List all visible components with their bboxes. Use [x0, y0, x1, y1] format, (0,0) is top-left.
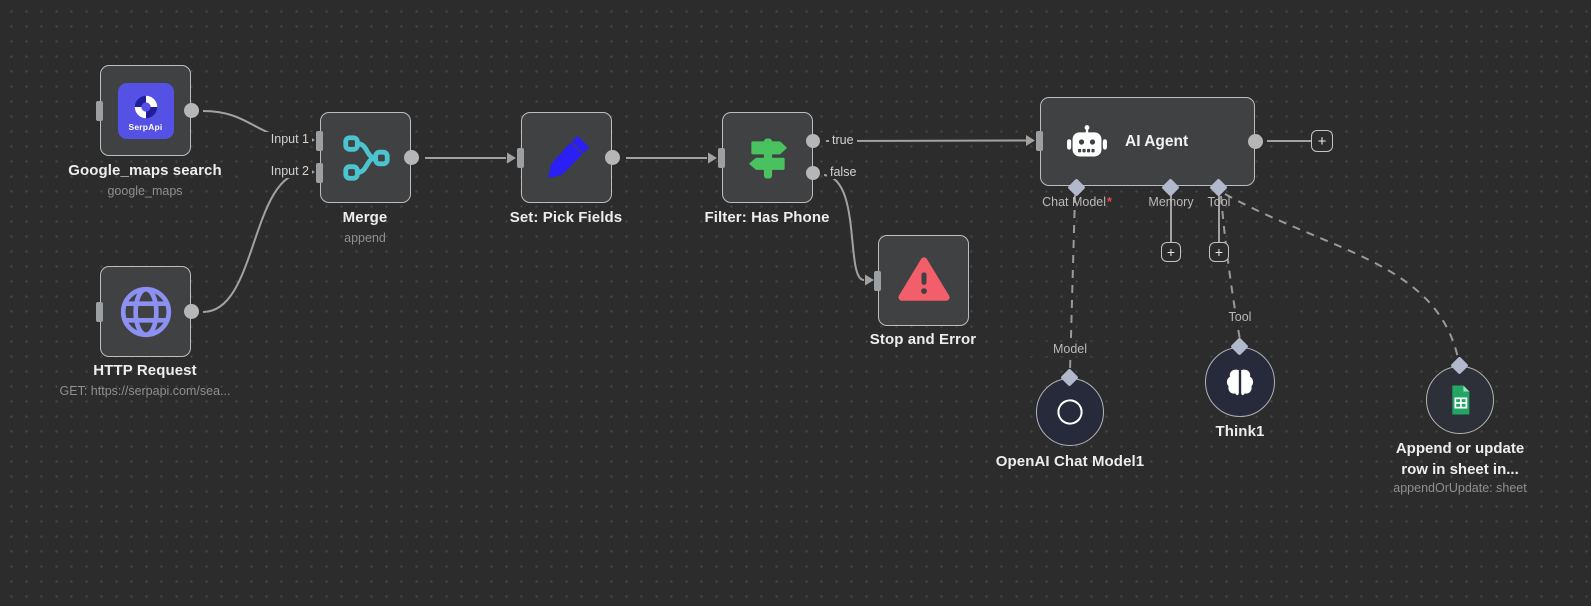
node-title-sheets: Append or update row in sheet in...: [1395, 440, 1525, 478]
required-asterisk: *: [1107, 195, 1112, 209]
globe-icon: [120, 286, 171, 337]
output-port[interactable]: [183, 304, 199, 319]
openai-model-port-label: Model: [1020, 342, 1120, 356]
node-openai-chat-model[interactable]: [1036, 378, 1104, 446]
input-handle-2[interactable]: [316, 163, 323, 183]
node-title-set: Set: Pick Fields: [509, 209, 623, 226]
node-title-think: Think1: [1215, 423, 1265, 440]
output-port[interactable]: [403, 150, 419, 165]
node-google-maps-search[interactable]: SerpApi: [96, 65, 199, 156]
node-title-google-maps: Google_maps search: [68, 162, 222, 179]
node-title-ai-agent: AI Agent: [1125, 132, 1189, 150]
input-handle[interactable]: [718, 147, 725, 168]
filter-true-label: true: [829, 133, 857, 147]
robot-icon: [1067, 124, 1107, 156]
merge-input1-label: Input 1: [244, 132, 312, 146]
node-title-openai: OpenAI Chat Model1: [995, 453, 1145, 470]
node-subtitle-sheets: appendOrUpdate: sheet: [1393, 481, 1527, 495]
output-port-true[interactable]: [806, 134, 820, 148]
node-http-request[interactable]: [96, 266, 199, 357]
warning-icon: [897, 256, 950, 301]
serpapi-logo-icon: SerpApi: [117, 82, 174, 139]
output-port[interactable]: [183, 103, 199, 118]
input-handle[interactable]: [96, 301, 103, 322]
filter-false-label: false: [827, 165, 860, 179]
node-title-stop: Stop and Error: [869, 331, 977, 348]
edge-tool-to-sheets[interactable]: [1224, 193, 1459, 359]
edge-filter-true-to-agent[interactable]: [825, 139, 1027, 142]
node-ai-agent[interactable]: AI Agent: [1036, 97, 1263, 186]
node-set-pick-fields[interactable]: [517, 112, 620, 203]
input-handle[interactable]: [1036, 131, 1043, 151]
pencil-icon: [547, 135, 589, 178]
output-port-false[interactable]: [806, 166, 820, 180]
node-subtitle-http: GET: https://serpapi.com/sea...: [59, 384, 231, 398]
node-subtitle-google-maps: google_maps: [107, 184, 183, 198]
memory-port-label: Memory: [1148, 195, 1194, 209]
node-title-merge: Merge: [342, 209, 388, 226]
add-node-button[interactable]: +: [1311, 130, 1333, 152]
node-subtitle-merge: append: [344, 231, 386, 245]
node-title-filter: Filter: Has Phone: [704, 209, 830, 226]
edge-filter-false-to-stop[interactable]: [823, 174, 865, 281]
edge-tool-to-think[interactable]: [1220, 195, 1241, 341]
node-merge[interactable]: [316, 112, 419, 203]
edge-http-to-merge[interactable]: [202, 171, 307, 313]
add-memory-button[interactable]: +: [1161, 242, 1181, 262]
merge-icon: [342, 134, 390, 181]
input-handle-1[interactable]: [316, 131, 323, 151]
node-stop-and-error[interactable]: [874, 235, 969, 326]
brain-icon: [1226, 369, 1254, 396]
add-tool-button[interactable]: +: [1209, 242, 1229, 262]
serpapi-logo-text: SerpApi: [128, 121, 163, 132]
input-handle[interactable]: [874, 270, 881, 291]
output-port[interactable]: [1247, 134, 1263, 149]
output-port[interactable]: [604, 150, 620, 165]
openai-icon: [1057, 399, 1083, 425]
node-title-http: HTTP Request: [93, 362, 197, 379]
node-google-sheets[interactable]: [1426, 366, 1494, 434]
signpost-icon: [748, 137, 787, 178]
chat-model-port-label: Chat Model*: [1042, 195, 1112, 209]
node-filter-has-phone[interactable]: [718, 112, 820, 203]
node-think[interactable]: [1205, 347, 1275, 417]
merge-input2-label: Input 2: [244, 164, 312, 178]
google-sheets-icon: [1452, 385, 1470, 415]
tool-port-label: Tool: [1207, 195, 1231, 209]
input-handle[interactable]: [517, 147, 524, 168]
think-tool-port-label: Tool: [1190, 310, 1290, 324]
input-handle[interactable]: [96, 100, 103, 121]
